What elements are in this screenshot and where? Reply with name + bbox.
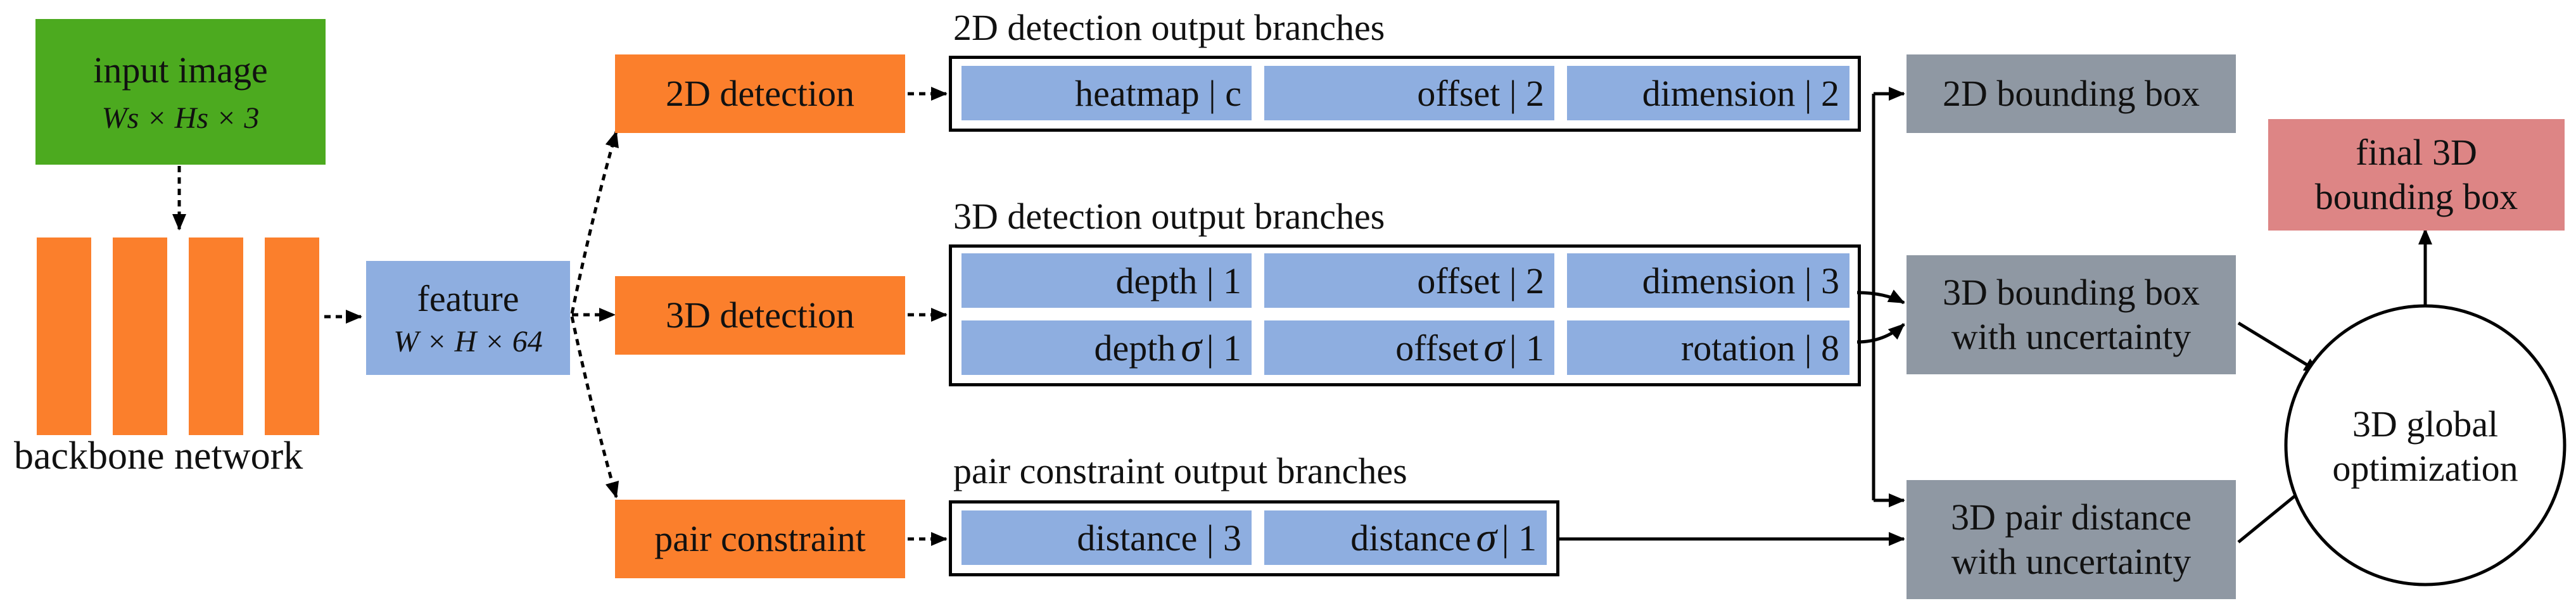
branch-pair-distance-sigma-symbol: σ <box>1476 514 1497 560</box>
branch-2d-heatmap-dim: c <box>1225 72 1241 114</box>
branch-2d-dimension-dim: 2 <box>1821 72 1839 114</box>
branch-2d-offset-dim: 2 <box>1526 72 1544 114</box>
backbone-bar-2 <box>113 238 167 435</box>
optimization-line1: 3D global <box>2352 403 2499 445</box>
branch-2d-heatmap-name: heatmap <box>1075 72 1200 114</box>
branch-3d-depth-name: depth <box>1115 260 1198 301</box>
branch-3d-depth-sigma-symbol: σ <box>1181 324 1202 370</box>
final-3d-bbox: final 3D bounding box <box>2268 119 2565 231</box>
backbone-label: backbone network <box>14 434 303 478</box>
backbone-bar-3 <box>189 238 243 435</box>
branch-pair-distance-sigma-dim: 1 <box>1518 517 1537 559</box>
feature-box: feature W × H × 64 <box>366 261 570 375</box>
input-image-dims: Ws × Hs × 3 <box>101 101 260 136</box>
branch-pair-distance-dim: 3 <box>1223 517 1241 559</box>
branch-3d-offset-sigma-dim: 1 <box>1526 327 1544 369</box>
branch-3d-depth: depth | 1 <box>961 253 1252 308</box>
output-2d-bbox: 2D bounding box <box>1907 54 2236 133</box>
branch-3d-offset-name: offset <box>1417 260 1501 301</box>
branch-2d-offset: offset | 2 <box>1264 66 1554 120</box>
output-pair-line2: with uncertainty <box>1951 541 2192 582</box>
optimization-circle <box>2284 304 2566 586</box>
output-pair-distance: 3D pair distance with uncertainty <box>1907 480 2236 599</box>
branch-pair-distance-name: distance <box>1077 517 1198 559</box>
branch-3d-dimension: dimension | 3 <box>1567 253 1850 308</box>
arrow-feature-to-2d <box>570 130 619 314</box>
arrow-3d-branch-to-bbox3d-b <box>1856 323 1905 344</box>
branch-3d-rotation: rotation | 8 <box>1567 320 1850 375</box>
arrow-bbox3d-to-opt <box>2237 321 2321 374</box>
backbone-bar-4 <box>265 238 319 435</box>
branch-3d-offset-dim: 2 <box>1526 260 1544 301</box>
head-2d-detection: 2D detection <box>615 54 905 133</box>
branch-3d-dimension-dim: 3 <box>1821 260 1839 301</box>
branch-pair-distance-sigma-name: distance <box>1350 517 1471 559</box>
arrow-feature-to-pair <box>570 316 619 498</box>
branch-2d-dimension: dimension | 2 <box>1567 66 1850 120</box>
final-line2: bounding box <box>2314 176 2518 217</box>
branches-2d-frame <box>949 56 1861 132</box>
branch-3d-dimension-name: dimension <box>1642 260 1796 301</box>
branch-3d-offset-sigma-name: offset <box>1395 327 1479 369</box>
branch-3d-rotation-name: rotation <box>1680 327 1796 369</box>
branch-3d-rotation-dim: 8 <box>1821 327 1839 369</box>
branch-3d-offset-sigma-symbol: σ <box>1483 324 1504 370</box>
branch-3d-depth-dim: 1 <box>1223 260 1241 301</box>
branch-3d-depth-sigma-name: depth <box>1094 327 1176 369</box>
branches-pair-frame <box>949 500 1559 576</box>
output-pair-line1: 3D pair distance <box>1950 497 2192 538</box>
branch-2d-offset-name: offset <box>1417 72 1501 114</box>
feature-title: feature <box>417 277 519 319</box>
feature-dims: W × H × 64 <box>393 325 543 359</box>
output-3d-bbox-line1: 3D bounding box <box>1943 272 2200 314</box>
head-pair-constraint: pair constraint <box>615 500 905 578</box>
branches-2d-title: 2D detection output branches <box>953 7 1385 48</box>
head-3d-detection: 3D detection <box>615 276 905 355</box>
input-image-box: input image Ws × Hs × 3 <box>35 19 326 165</box>
branches-3d-title: 3D detection output branches <box>953 196 1385 237</box>
branches-3d-frame <box>949 244 1861 386</box>
optimization-line2: optimization <box>2332 448 2518 489</box>
branch-3d-offset: offset | 2 <box>1264 253 1554 308</box>
backbone-bar-1 <box>37 238 91 435</box>
input-image-title: input image <box>93 49 268 91</box>
branch-pair-distance: distance | 3 <box>961 510 1252 565</box>
branch-3d-depth-sigma-dim: 1 <box>1223 327 1241 369</box>
final-line1: final 3D <box>2356 132 2477 174</box>
arrow-3d-branch-to-bbox3d <box>1856 289 1905 305</box>
output-3d-bbox: 3D bounding box with uncertainty <box>1907 255 2236 374</box>
output-3d-bbox-line2: with uncertainty <box>1951 316 2192 357</box>
branch-2d-heatmap: heatmap | c <box>961 66 1252 120</box>
branch-2d-dimension-name: dimension <box>1642 72 1796 114</box>
branches-pair-title: pair constraint output branches <box>953 450 1407 491</box>
optimization-node: 3D global optimization <box>2288 374 2563 519</box>
